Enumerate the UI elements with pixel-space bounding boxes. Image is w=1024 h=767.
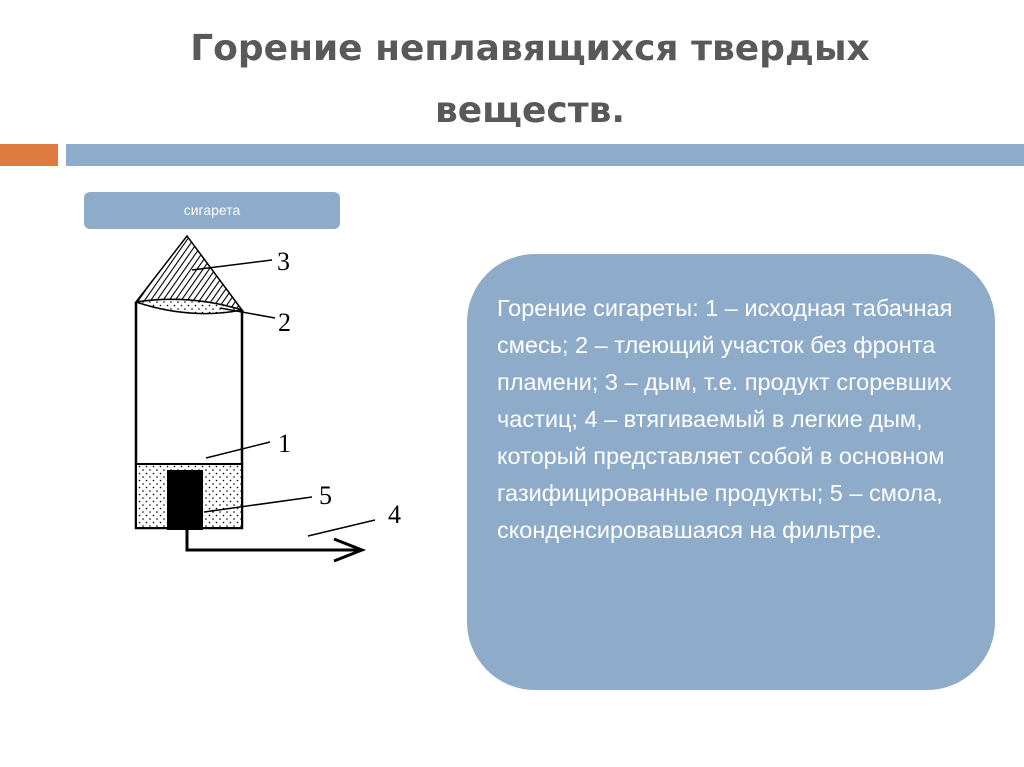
accent-bar-orange (0, 144, 58, 166)
smoke-arrow (185, 528, 358, 552)
cigarette-diagram: 3 2 1 5 4 (134, 234, 401, 563)
caption-label: сигарета (84, 192, 340, 229)
label-4: 4 (388, 500, 401, 529)
label-1: 1 (278, 429, 291, 458)
label-5: 5 (319, 481, 332, 510)
label-2: 2 (278, 308, 291, 337)
arrow-head (333, 537, 367, 563)
slide-title: Горение неплавящихся твердых веществ. (190, 28, 870, 131)
smoke-cone (134, 234, 244, 312)
description-text: Горение сигареты: 1 – исходная табачная … (497, 295, 953, 543)
description-box: Горение сигареты: 1 – исходная табачная … (465, 252, 997, 692)
tar-block (167, 470, 203, 530)
label-3: 3 (277, 247, 290, 276)
accent-bar-blue (66, 144, 1024, 166)
